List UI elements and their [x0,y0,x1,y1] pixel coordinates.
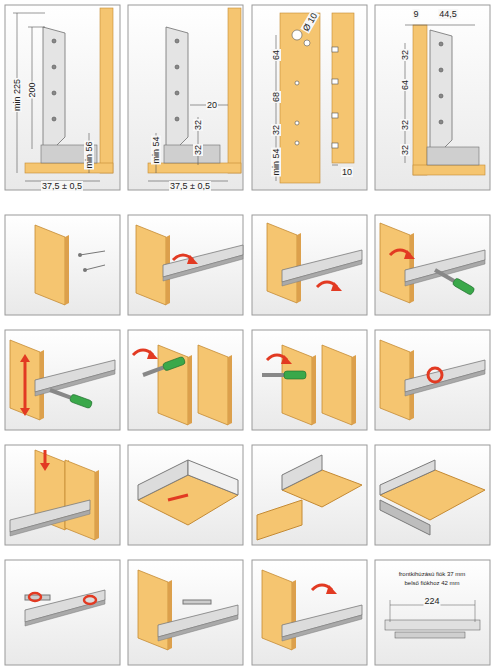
dimension-label: 9 [412,9,419,19]
dimension-label: 64 [400,79,410,91]
dimension-label: 200 [27,81,37,98]
dimension-label: 224 [423,596,440,606]
dimension-label: min 54 [271,147,281,176]
dimension-label: 64 [271,49,281,61]
dimension-label: 32 [400,49,410,61]
dimension-label: 37,5 ± 0,5 [41,181,83,191]
dimension-label: 44,5 [438,9,458,19]
dimension-label: min 54 [151,135,161,164]
dimension-label: frontkihúzású fiók 37 mm [398,571,467,578]
dimension-label: belső fiókhoz 42 mm [403,580,460,587]
dimension-label: 10 [341,167,353,177]
dimension-label: 32 [400,119,410,131]
dimension-label: 20 [206,100,218,110]
dimension-label: 32 [271,124,281,136]
dimension-label: 68 [271,91,281,103]
dimension-label: 32 [193,119,203,131]
dimension-label: min 56 [84,140,94,169]
dimension-label: min 225 [12,78,22,112]
dimension-label: 32 [400,144,410,156]
dimension-label: 37,5 ± 0,5 [169,181,211,191]
dimension-label: 32 [193,144,203,156]
